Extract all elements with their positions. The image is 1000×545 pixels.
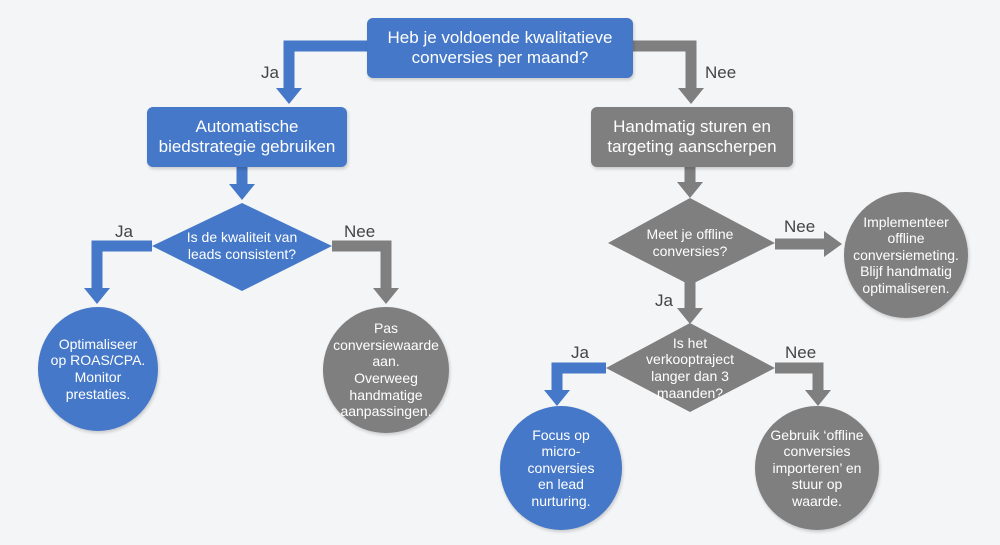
edge-label-nee-root: Nee: [705, 63, 737, 82]
arrow-traject-ja: [544, 362, 606, 406]
arrow-root-ja: [276, 40, 368, 104]
arrow-auto-leads: [229, 166, 255, 200]
question-root-box: Heb je voldoende kwalitatieve conversies…: [367, 18, 633, 78]
result-focus-circle: Focus op micro- conversies en lead nurtu…: [500, 406, 622, 530]
result-gebruik-circle: Gebruik ‘offline conversies importeren’ …: [755, 406, 879, 530]
edge-label-ja-root: Ja: [261, 63, 279, 82]
action-automatic-bidding-box: Automatische biedstrategie gebruiken: [147, 107, 347, 167]
decision-traject-text: Is het verkooptraject langer dan 3 maand…: [646, 334, 734, 401]
edge-label-nee-traject: Nee: [785, 343, 817, 362]
result-implementeer-circle: Implementeer offline conversiemeting. Bl…: [844, 192, 968, 318]
edge-label-ja-leads: Ja: [115, 222, 133, 241]
result-pas-circle: Pas conversiewaarde aan. Overweeg handma…: [323, 307, 449, 433]
decision-traject-diamond: [606, 323, 775, 412]
result-roas-circle: Optimaliseer op ROAS/CPA. Monitor presta…: [38, 307, 158, 431]
arrow-root-nee: [632, 40, 704, 104]
arrow-leads-nee: [332, 240, 399, 304]
decision-offline-text: Meet je offline conversies?: [646, 226, 734, 259]
decision-leads-diamond: [152, 203, 332, 291]
edge-label-ja-offline: Ja: [655, 291, 673, 310]
decision-leads-text: Is de kwaliteit van leads consistent?: [186, 229, 298, 262]
edge-label-nee-leads: Nee: [344, 222, 376, 241]
arrow-traject-nee: [775, 362, 831, 406]
decision-offline-diamond: [608, 198, 775, 285]
arrow-leads-ja: [84, 240, 152, 304]
edge-label-nee-offline: Nee: [784, 217, 816, 236]
arrow-offline-nee: [775, 231, 842, 257]
action-manual-targeting-box: Handmatig sturen en targeting aanscherpe…: [591, 107, 793, 167]
edge-label-ja-traject: Ja: [571, 343, 589, 362]
arrow-manual-offline: [677, 166, 703, 198]
